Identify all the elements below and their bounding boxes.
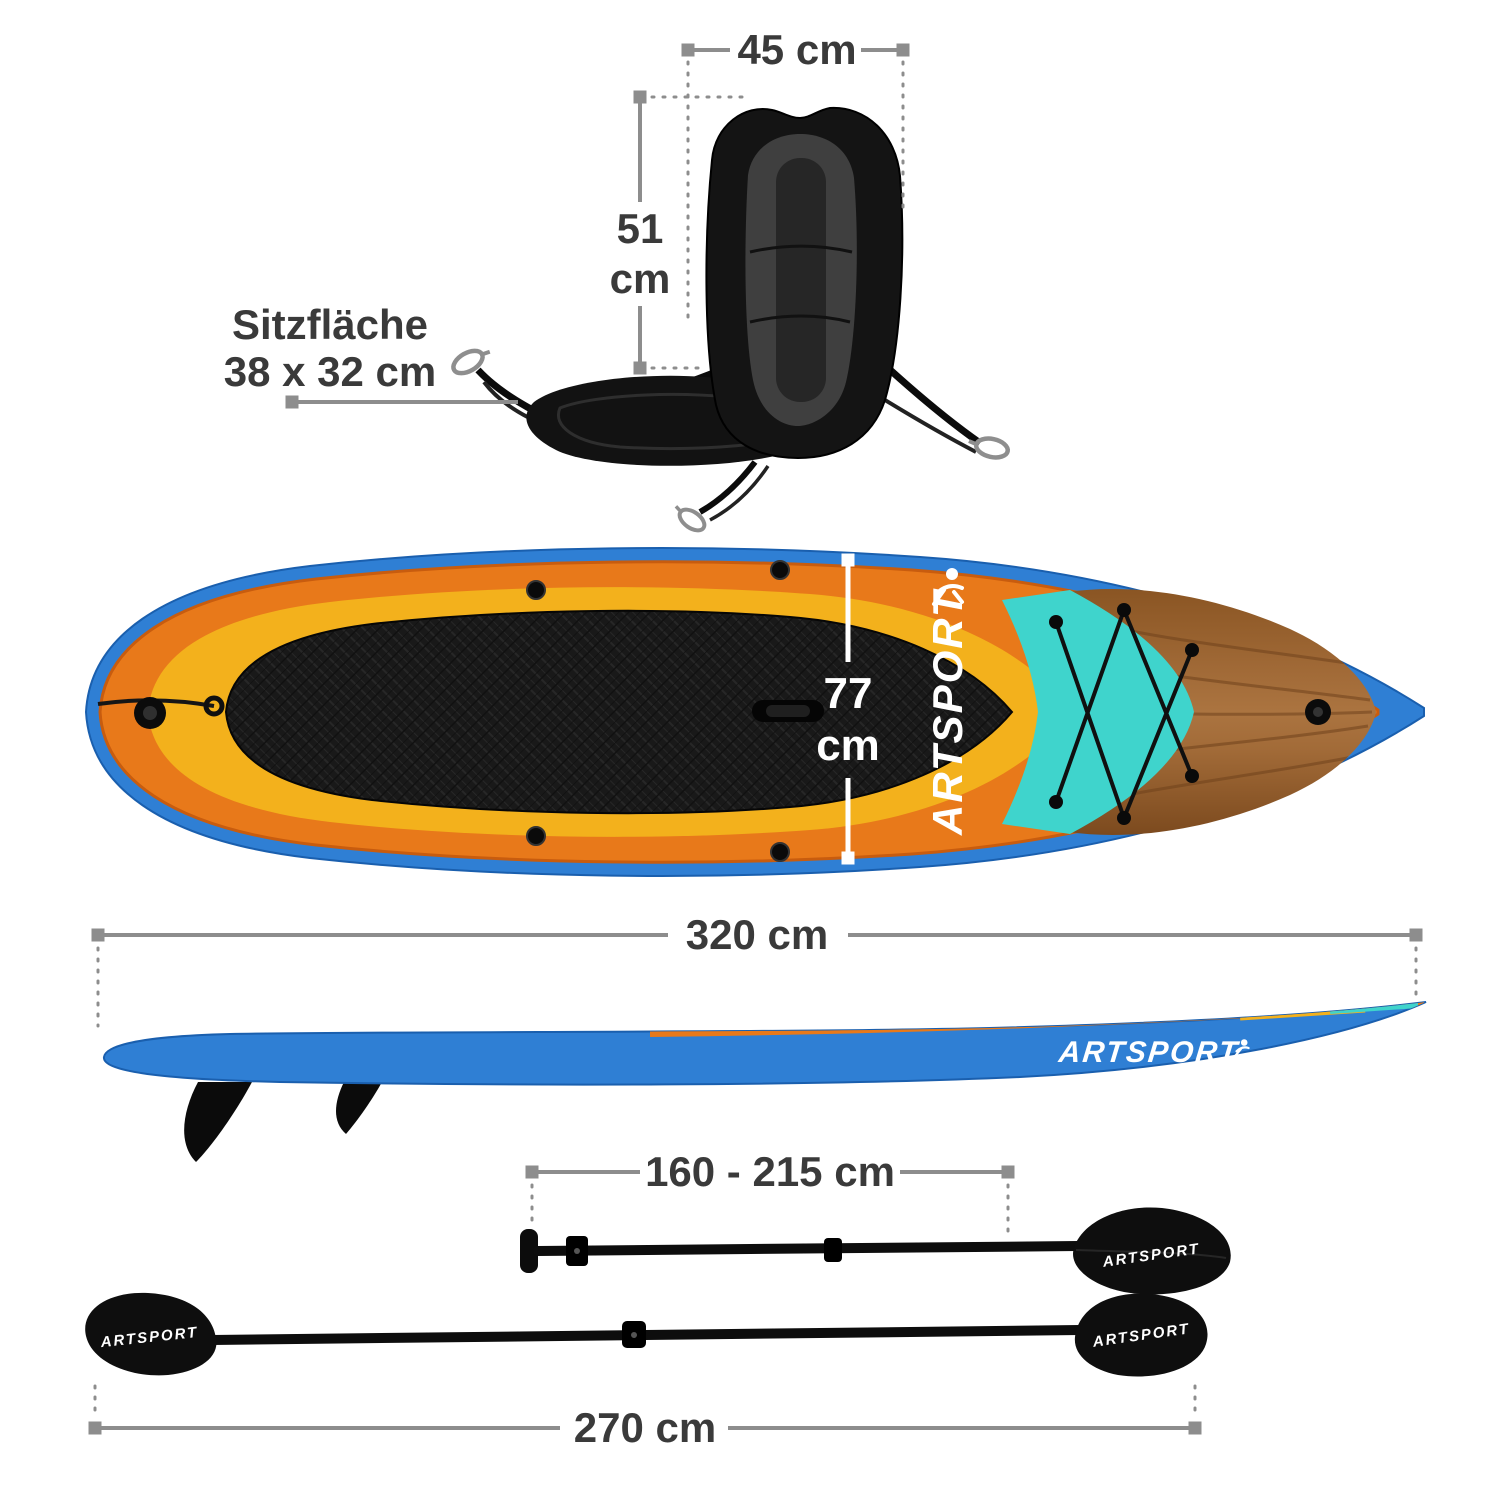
carabiner-clip-right-icon — [968, 436, 1011, 460]
board-length-label: 320 cm — [686, 911, 828, 958]
dimension-endpoint — [896, 43, 910, 57]
paddle-blade-ridge — [1075, 1249, 1227, 1259]
seat-backrest-center-panel — [776, 158, 826, 402]
seat-surface-label: Sitzfläche — [232, 301, 428, 348]
dimension-endpoint — [525, 1165, 539, 1179]
side-fin-small — [336, 1082, 382, 1134]
carabiner-clip-bottom-icon — [674, 505, 707, 533]
dimension-endpoint — [633, 361, 647, 375]
paddle-clamp-pin — [574, 1248, 580, 1254]
paddle-double-figure: ARTSPORT ARTSPORT — [85, 1292, 1208, 1377]
board-width-value: 77 — [824, 669, 873, 718]
seat-strap-right — [885, 365, 983, 446]
dimension-endpoint — [1188, 1421, 1202, 1435]
carabiner-clip-left-icon — [451, 348, 491, 376]
dimension-endpoint — [285, 395, 299, 409]
dimension-endpoint — [88, 1421, 102, 1435]
seat-height-unit: cm — [610, 255, 671, 302]
side-brand-text: ARTSPORT — [1056, 1036, 1241, 1069]
board-length-dimension: 320 cm — [91, 911, 1423, 1028]
dimension-endpoint — [1001, 1165, 1015, 1179]
paddle-blade — [1073, 1207, 1231, 1295]
paddle-joint-collar — [824, 1238, 842, 1262]
board-d-ring-tail-center — [143, 706, 157, 720]
dimension-endpoint — [91, 928, 105, 942]
board-side-view: ARTSPORT — [103, 1001, 1427, 1162]
seat-strap-bottom-cord — [709, 465, 770, 522]
board-traction-pad — [224, 609, 1014, 815]
board-d-ring-nose-center — [1313, 707, 1323, 717]
kayak-paddle-blade-left — [85, 1292, 217, 1376]
board-wood-grain — [1074, 618, 1373, 807]
dimension-endpoint — [681, 43, 695, 57]
board-brand-logo: ARTSPORT — [924, 588, 971, 836]
board-wood-section — [1068, 589, 1376, 835]
seat-height-value: 51 — [617, 205, 664, 252]
paddle-t-grip — [520, 1229, 538, 1273]
seat-width-dimension: 45 cm — [681, 26, 910, 327]
dimension-endpoint — [633, 90, 647, 104]
board-brand-text: ARTSPORT — [924, 588, 971, 836]
board-deck-fittings — [526, 560, 790, 862]
board-width-unit: cm — [816, 721, 880, 770]
dimension-endpoint — [841, 851, 855, 865]
board-leash-ring-icon — [203, 695, 225, 717]
seat-surface-dimension: Sitzfläche 38 x 32 cm — [224, 301, 518, 409]
board-top-view: ARTSPORT — [84, 547, 1425, 877]
dimension-endpoint — [1409, 928, 1423, 942]
dimension-endpoint — [841, 553, 855, 567]
paddle-single-length-label: 160 - 215 cm — [645, 1148, 895, 1195]
board-bungee-cords — [1049, 603, 1199, 825]
seat-backrest-seams — [749, 244, 853, 324]
side-brand-logo: ARTSPORT — [1056, 1036, 1241, 1069]
paddle-single-figure: ARTSPORT — [520, 1207, 1231, 1295]
seat-height-dimension: 51 cm — [610, 90, 747, 375]
seat-width-label: 45 cm — [737, 26, 856, 73]
seat-surface-value: 38 x 32 cm — [224, 348, 437, 395]
paddle-double-length-dimension: 270 cm — [88, 1384, 1202, 1451]
side-fin-large — [184, 1082, 252, 1162]
seat-strap-bottom — [698, 460, 758, 515]
kayak-paddle-clamp-pin — [631, 1332, 637, 1338]
paddle-double-length-label: 270 cm — [574, 1404, 716, 1451]
paddle-single-length-dimension: 160 - 215 cm — [525, 1148, 1015, 1238]
board-carry-handle — [752, 700, 824, 722]
brand-runner-icon — [932, 568, 964, 606]
kayak-paddle-blade-right — [1074, 1293, 1208, 1377]
board-accent-teal — [1002, 590, 1194, 834]
side-brand-runner-icon — [1234, 1039, 1250, 1057]
board-width-dimension: 77 cm — [816, 553, 880, 865]
paddle-shaft — [533, 1241, 1083, 1256]
kayak-seat-figure — [451, 106, 1011, 533]
